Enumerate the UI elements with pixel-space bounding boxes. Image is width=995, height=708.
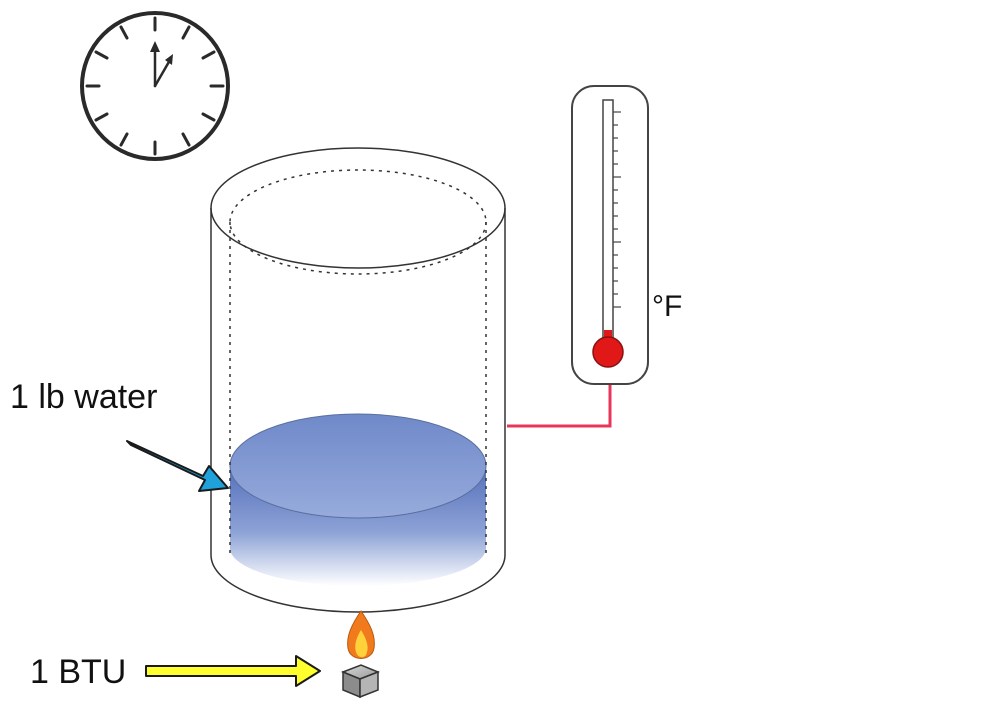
container [210, 147, 506, 613]
fuel-cube [340, 664, 381, 699]
flame-icon [340, 610, 381, 699]
thermometer-scale [613, 111, 621, 308]
thermometer-bulb [592, 336, 624, 368]
clock-ticks [85, 16, 225, 156]
heat-arrow-icon [145, 655, 321, 687]
thermometer-icon [571, 85, 649, 385]
water-arrow-icon [126, 440, 229, 492]
water [229, 413, 487, 586]
water-label: 1 lb water [10, 378, 158, 416]
probe-wire [507, 382, 612, 428]
clock-hands [150, 41, 173, 88]
clock-icon [80, 11, 230, 161]
temperature-unit-label: °F [652, 290, 683, 323]
btu-label: 1 BTU [30, 653, 127, 691]
